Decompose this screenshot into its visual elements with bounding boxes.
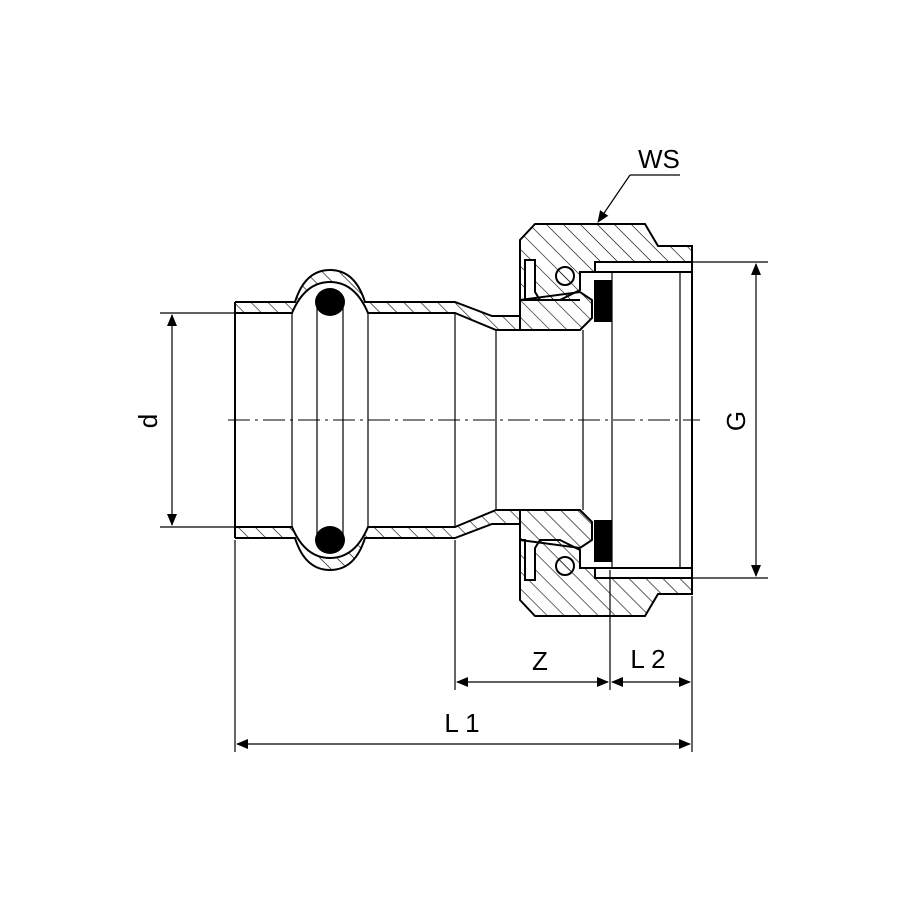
seal-ring-bottom — [555, 556, 575, 576]
dimension-G — [692, 261, 768, 579]
seal-ring-top — [555, 266, 575, 286]
o-ring-bottom — [315, 526, 345, 554]
label-L1: L 1 — [444, 708, 479, 738]
label-Z: Z — [532, 646, 548, 676]
label-L2: L 2 — [630, 644, 665, 674]
label-d: d — [133, 414, 163, 428]
extension-lines — [234, 540, 693, 752]
pipe-wall-bottom — [235, 509, 520, 572]
label-WS: WS — [638, 144, 680, 174]
ws-leader — [597, 174, 680, 223]
gasket-top — [594, 280, 612, 322]
dimension-d — [160, 312, 235, 528]
gasket-bottom — [594, 520, 612, 562]
pipe-wall-top — [235, 268, 580, 331]
union-nut-top — [519, 223, 693, 594]
o-ring-top — [315, 288, 345, 316]
label-G: G — [721, 411, 751, 431]
